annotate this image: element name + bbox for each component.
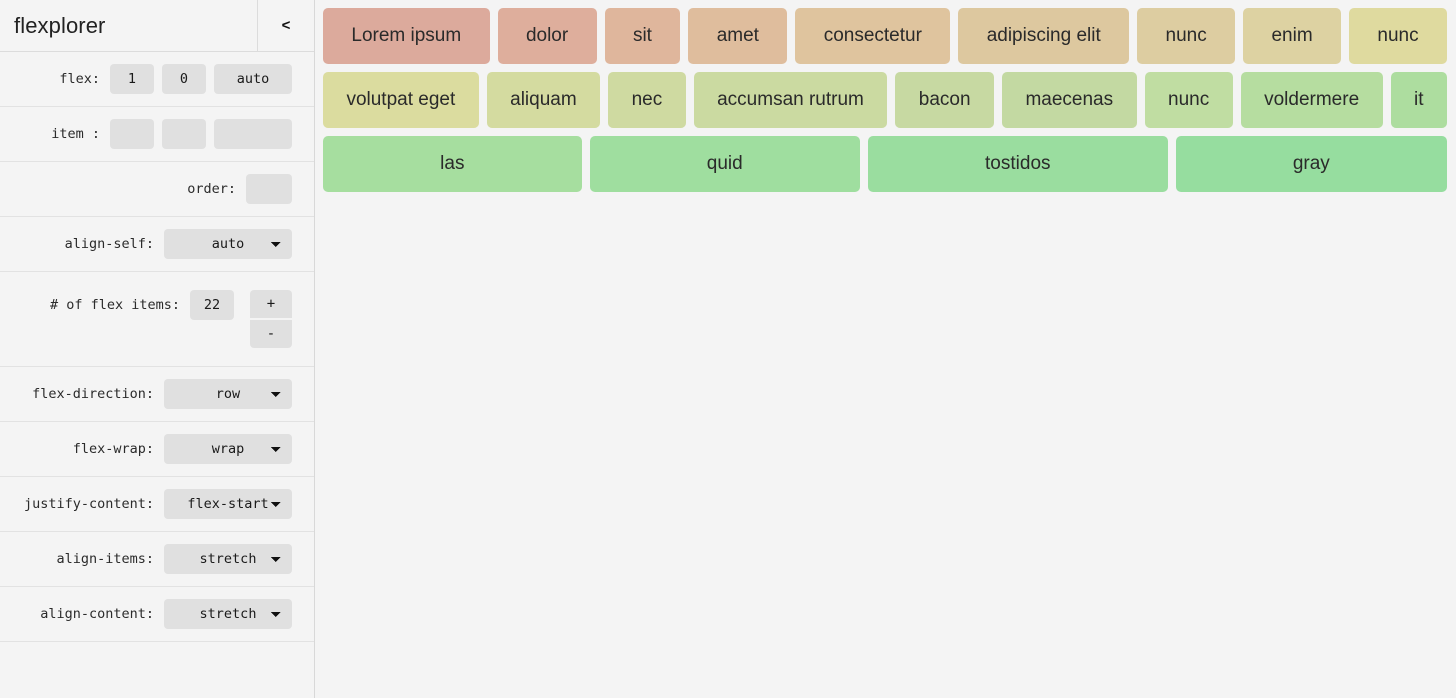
flex-item[interactable]: nunc — [1137, 8, 1236, 64]
flex-item[interactable]: sit — [604, 8, 681, 64]
flex-item-label: nunc — [1165, 25, 1207, 46]
sidebar-collapse-button[interactable]: < — [257, 0, 314, 51]
flex-item[interactable]: tostidos — [867, 136, 1168, 192]
label-item: item : — [51, 126, 100, 142]
align-self-select[interactable]: autoflex-startflex-endcenterbaselinestre… — [164, 229, 292, 259]
flex-item[interactable]: consectetur — [795, 8, 951, 64]
flex-item-count-input[interactable] — [190, 290, 234, 320]
sidebar-header: flexplorer < — [0, 0, 314, 52]
sidebar-row-item: item : — [0, 107, 314, 162]
sidebar-row-order: order: — [0, 162, 314, 217]
flex-item[interactable]: volutpat eget — [323, 72, 479, 128]
controls-flex-wrap: nowrapwrapwrap-reverse — [164, 434, 292, 464]
controls-flex-direction: rowrow-reversecolumncolumn-reverse — [164, 379, 292, 409]
flex-item-label: aliquam — [510, 89, 577, 110]
controls-flex — [110, 64, 292, 94]
flex-item-label: las — [440, 153, 465, 174]
label-item-count: # of flex items: — [49, 297, 180, 313]
flex-item[interactable]: enim — [1243, 8, 1342, 64]
sidebar-row-flex-direction: flex-direction: rowrow-reversecolumncolum… — [0, 367, 314, 422]
label-flex-wrap: flex-wrap: — [72, 441, 154, 457]
flex-item-label: maecenas — [1025, 89, 1114, 110]
flex-item-label: gray — [1292, 153, 1330, 174]
label-flex-direction: flex-direction: — [32, 386, 154, 402]
flex-item[interactable]: maecenas — [1002, 72, 1137, 128]
flex-item[interactable]: it — [1390, 72, 1447, 128]
flex-item[interactable]: nunc — [1144, 72, 1233, 128]
item-grow-input[interactable] — [110, 119, 154, 149]
flex-item-label: nec — [631, 89, 663, 110]
flex-grow-input[interactable] — [110, 64, 154, 94]
flex-item-label: quid — [706, 153, 743, 174]
label-flex: flex: — [59, 71, 100, 87]
item-basis-input[interactable] — [214, 119, 292, 149]
order-input[interactable] — [246, 174, 292, 204]
sidebar-row-align-content: align-content: stretchflex-startflex-endc… — [0, 587, 314, 642]
flex-item[interactable]: dolor — [497, 8, 597, 64]
controls-align-self: autoflex-startflex-endcenterbaselinestre… — [164, 229, 292, 259]
controls-justify-content: flex-startflex-endcenterspace-betweenspa… — [164, 489, 292, 519]
flex-item-label: adipiscing elit — [986, 25, 1101, 46]
flex-item[interactable]: nec — [608, 72, 686, 128]
controls-item-count: +- — [190, 290, 292, 348]
controls-order — [246, 174, 292, 204]
justify-content-select[interactable]: flex-startflex-endcenterspace-betweenspa… — [164, 489, 292, 519]
flex-item-label: accumsan rutrum — [717, 89, 864, 110]
flex-item-label: bacon — [918, 89, 971, 110]
flex-item[interactable]: accumsan rutrum — [693, 72, 888, 128]
align-content-select[interactable]: stretchflex-startflex-endcenterspace-bet… — [164, 599, 292, 629]
controls-sidebar: flexplorer < flex: item : order: align-self… — [0, 0, 315, 698]
sidebar-control-rows: flex: item : order: align-self: autoflex-sta… — [0, 52, 314, 642]
flex-item[interactable]: Lorem ipsum — [323, 8, 490, 64]
flex-item-label: tostidos — [985, 153, 1051, 174]
flex-basis-input[interactable] — [214, 64, 292, 94]
flex-item[interactable]: bacon — [895, 72, 995, 128]
label-align-content: align-content: — [40, 606, 154, 622]
increment-items-button[interactable]: + — [250, 290, 292, 318]
label-align-self: align-self: — [64, 236, 154, 252]
align-items-select[interactable]: stretchflex-startflex-endcenterbaseline — [164, 544, 292, 574]
sidebar-row-flex: flex: — [0, 52, 314, 107]
flex-item-label: it — [1414, 89, 1424, 110]
flex-canvas: Lorem ipsum dolor sit amet consectetur adipis… — [315, 0, 1456, 698]
flex-item-label: volutpat eget — [346, 89, 456, 110]
chevron-left-icon: < — [281, 17, 291, 34]
flex-wrap-select[interactable]: nowrapwrapwrap-reverse — [164, 434, 292, 464]
item-shrink-input[interactable] — [162, 119, 206, 149]
flex-item[interactable]: adipiscing elit — [958, 8, 1130, 64]
sidebar-row-align-self: align-self: autoflex-startflex-endcenterb… — [0, 217, 314, 272]
app-title: flexplorer — [14, 12, 106, 38]
flex-item-label: nunc — [1168, 89, 1210, 110]
label-order: order: — [187, 181, 236, 197]
decrement-items-button[interactable]: - — [250, 320, 292, 348]
flex-item[interactable]: quid — [589, 136, 860, 192]
flex-item-label: enim — [1271, 25, 1313, 46]
flex-item-label: Lorem ipsum — [351, 25, 462, 46]
controls-align-items: stretchflex-startflex-endcenterbaseline — [164, 544, 292, 574]
label-align-items: align-items: — [56, 551, 154, 567]
flex-item-label: sit — [632, 25, 652, 46]
flex-container: Lorem ipsum dolor sit amet consectetur adipis… — [323, 8, 1455, 200]
controls-item — [110, 119, 292, 149]
flex-item-label: amet — [716, 25, 759, 46]
sidebar-row-justify-content: justify-content: flex-startflex-endcenter… — [0, 477, 314, 532]
flex-item[interactable]: gray — [1175, 136, 1447, 192]
controls-align-content: stretchflex-startflex-endcenterspace-bet… — [164, 599, 292, 629]
flex-shrink-input[interactable] — [162, 64, 206, 94]
flex-item[interactable]: amet — [688, 8, 788, 64]
flex-item-count-stepper: +- — [250, 290, 292, 348]
flex-item-label: voldermere — [1264, 89, 1360, 110]
flex-item-label: consectetur — [823, 25, 922, 46]
sidebar-row-item-count: # of flex items: +- — [0, 272, 314, 367]
flex-item[interactable]: nunc — [1349, 8, 1447, 64]
flex-item-label: nunc — [1377, 25, 1419, 46]
flex-direction-select[interactable]: rowrow-reversecolumncolumn-reverse — [164, 379, 292, 409]
flex-item[interactable]: voldermere — [1240, 72, 1383, 128]
flex-item[interactable]: las — [323, 136, 582, 192]
sidebar-row-align-items: align-items: stretchflex-startflex-endcen… — [0, 532, 314, 587]
sidebar-row-flex-wrap: flex-wrap: nowrapwrapwrap-reverse — [0, 422, 314, 477]
flex-item-label: dolor — [525, 25, 569, 46]
label-justify-content: justify-content: — [23, 496, 154, 512]
flex-item[interactable]: aliquam — [486, 72, 601, 128]
